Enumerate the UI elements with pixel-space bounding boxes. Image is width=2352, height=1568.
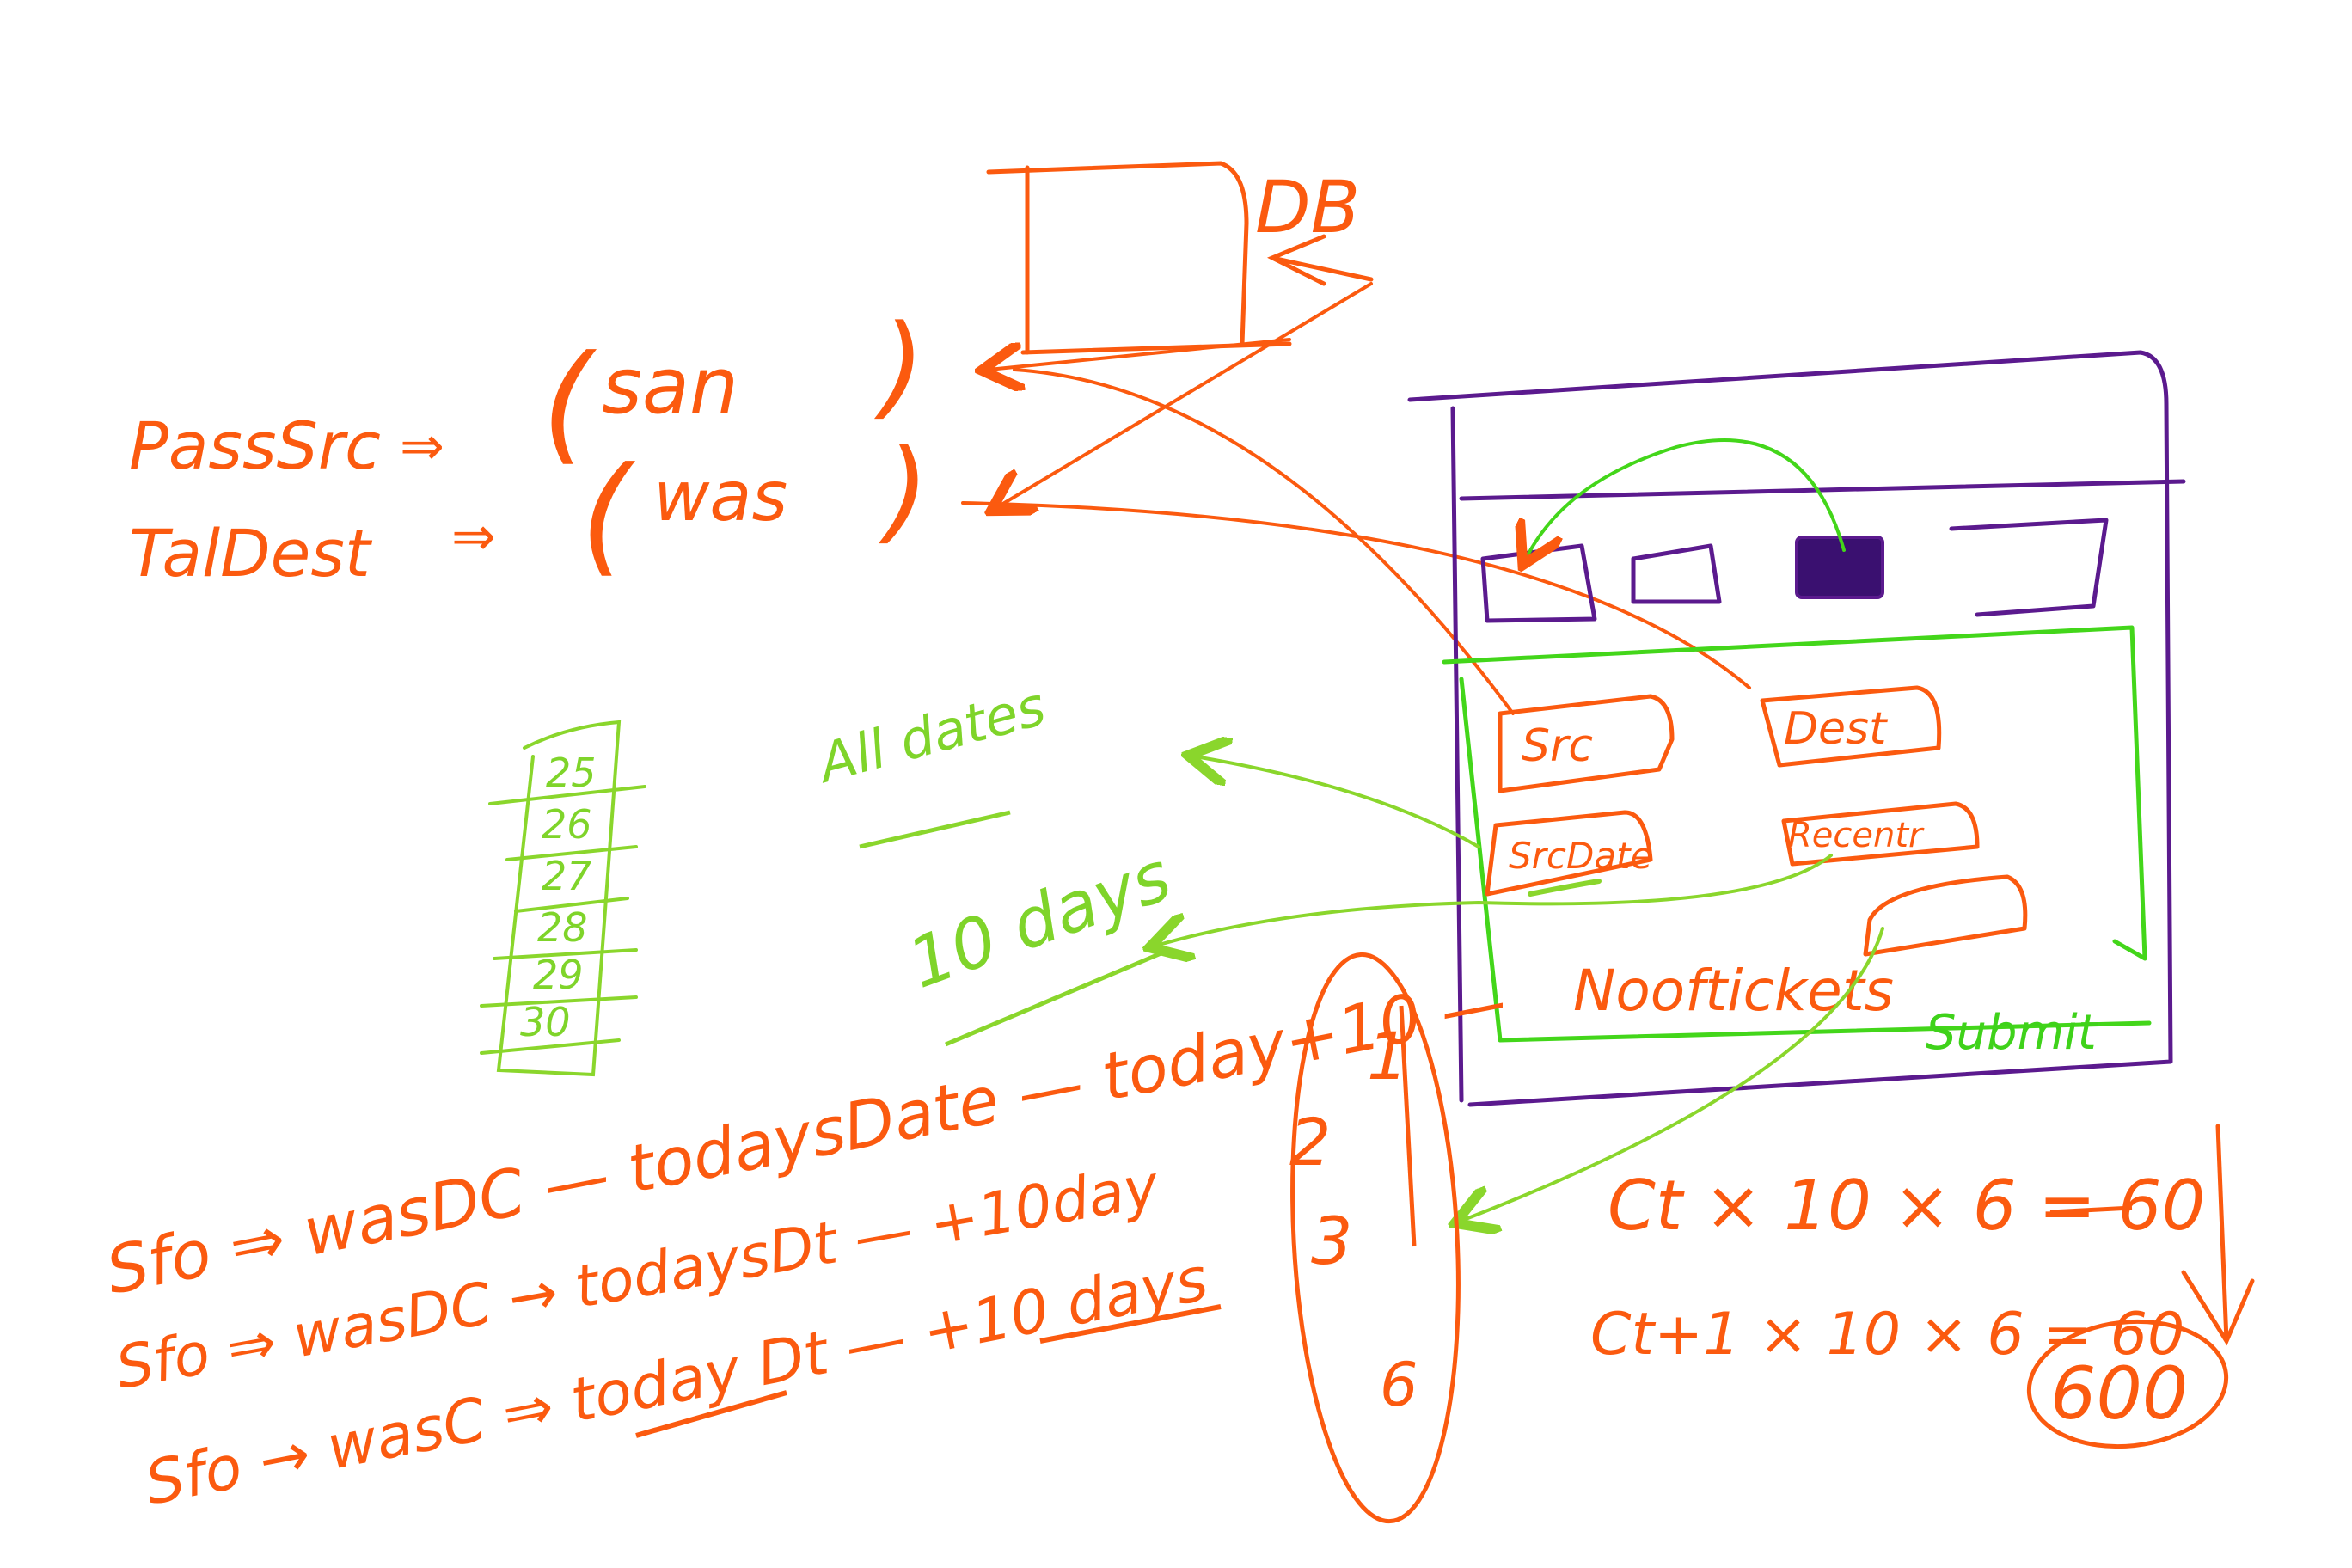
route-marker-3: 3 bbox=[1311, 1203, 1352, 1279]
field-srcdate-label[interactable]: SrcDate bbox=[1509, 835, 1652, 877]
mapping-list: PassSrc ⇒ ( san ) TalDest ⇒ ( was ) bbox=[129, 300, 929, 591]
calc-total: 600 bbox=[2050, 1351, 2188, 1436]
field-recentr-box bbox=[1781, 801, 1980, 867]
db-label: DB bbox=[1255, 165, 1360, 249]
mapping-value-2: was bbox=[653, 456, 787, 536]
field-src-label[interactable]: Src bbox=[1522, 720, 1593, 772]
field-dest-box bbox=[1760, 685, 1942, 768]
tab-box-1 bbox=[1480, 543, 1597, 623]
tab-box-2 bbox=[1631, 543, 1722, 604]
date-value-3: 27 bbox=[542, 853, 592, 899]
tab-box-4 bbox=[1949, 518, 2109, 617]
field-tickets-box bbox=[1863, 874, 2028, 957]
note-ten-days: 10 days bbox=[898, 836, 1181, 1003]
route-underline-10days bbox=[1039, 1304, 1222, 1344]
db-connectors bbox=[961, 282, 1751, 715]
field-recentr-label[interactable]: Recentr bbox=[1788, 816, 1925, 855]
route-underline-today bbox=[635, 1390, 787, 1438]
route-marker-6: 6 bbox=[1380, 1350, 1418, 1420]
nooftickets-label: Nooftickets bbox=[1573, 958, 1894, 1024]
mapping-value-1: san bbox=[602, 341, 738, 432]
mapping-key-1: PassSrc bbox=[129, 407, 381, 484]
mapping-paren-open-2: ( bbox=[580, 440, 636, 590]
date-value-5: 29 bbox=[533, 952, 584, 998]
mapping-paren-close-1: ) bbox=[873, 300, 925, 431]
form-mockup-window bbox=[1407, 350, 2186, 1107]
mapping-paren-open-1: ( bbox=[542, 328, 597, 478]
note-ten-days-underline bbox=[945, 947, 1170, 1047]
note-all-dates-underline bbox=[859, 810, 1011, 849]
date-value-6: 30 bbox=[520, 999, 571, 1045]
mapping-arrow-2: ⇒ bbox=[451, 505, 496, 567]
mapping-arrow-1: ⇒ bbox=[400, 414, 444, 477]
mapping-key-2: TalDest bbox=[129, 515, 373, 591]
submit-button[interactable]: Submit bbox=[1926, 1005, 2098, 1061]
lime-connectors bbox=[1156, 756, 1884, 1221]
mapping-paren-close-2: ) bbox=[878, 425, 929, 555]
note-all-dates: All dates bbox=[809, 674, 1051, 795]
calc-line-1: Ct × 10 × 6 = 60 bbox=[1608, 1166, 2205, 1246]
calc-line-2: Ct+1 × 10 × 6 = 60 bbox=[1590, 1301, 2184, 1369]
route-count-ellipse bbox=[1290, 952, 1461, 1524]
field-srcdate-box bbox=[1485, 810, 1653, 897]
route-marker-2: 2 bbox=[1289, 1104, 1331, 1180]
calc-total-circle bbox=[2026, 1319, 2229, 1449]
field-dest-label[interactable]: Dest bbox=[1784, 703, 1888, 755]
date-value-2: 26 bbox=[542, 801, 592, 848]
date-list-grid bbox=[480, 720, 646, 1077]
tab-box-3 bbox=[1795, 536, 1884, 599]
date-value-1: 25 bbox=[546, 750, 597, 796]
calc-line-1-underline bbox=[2049, 1205, 2133, 1215]
route-marker-1: 1 bbox=[1367, 1018, 1408, 1094]
date-value-4: 28 bbox=[537, 904, 588, 951]
calc-down-arrow bbox=[2181, 1124, 2255, 1346]
route-count-bar bbox=[1399, 1005, 1417, 1247]
field-src-box bbox=[1498, 694, 1675, 793]
db-box bbox=[986, 161, 1374, 355]
